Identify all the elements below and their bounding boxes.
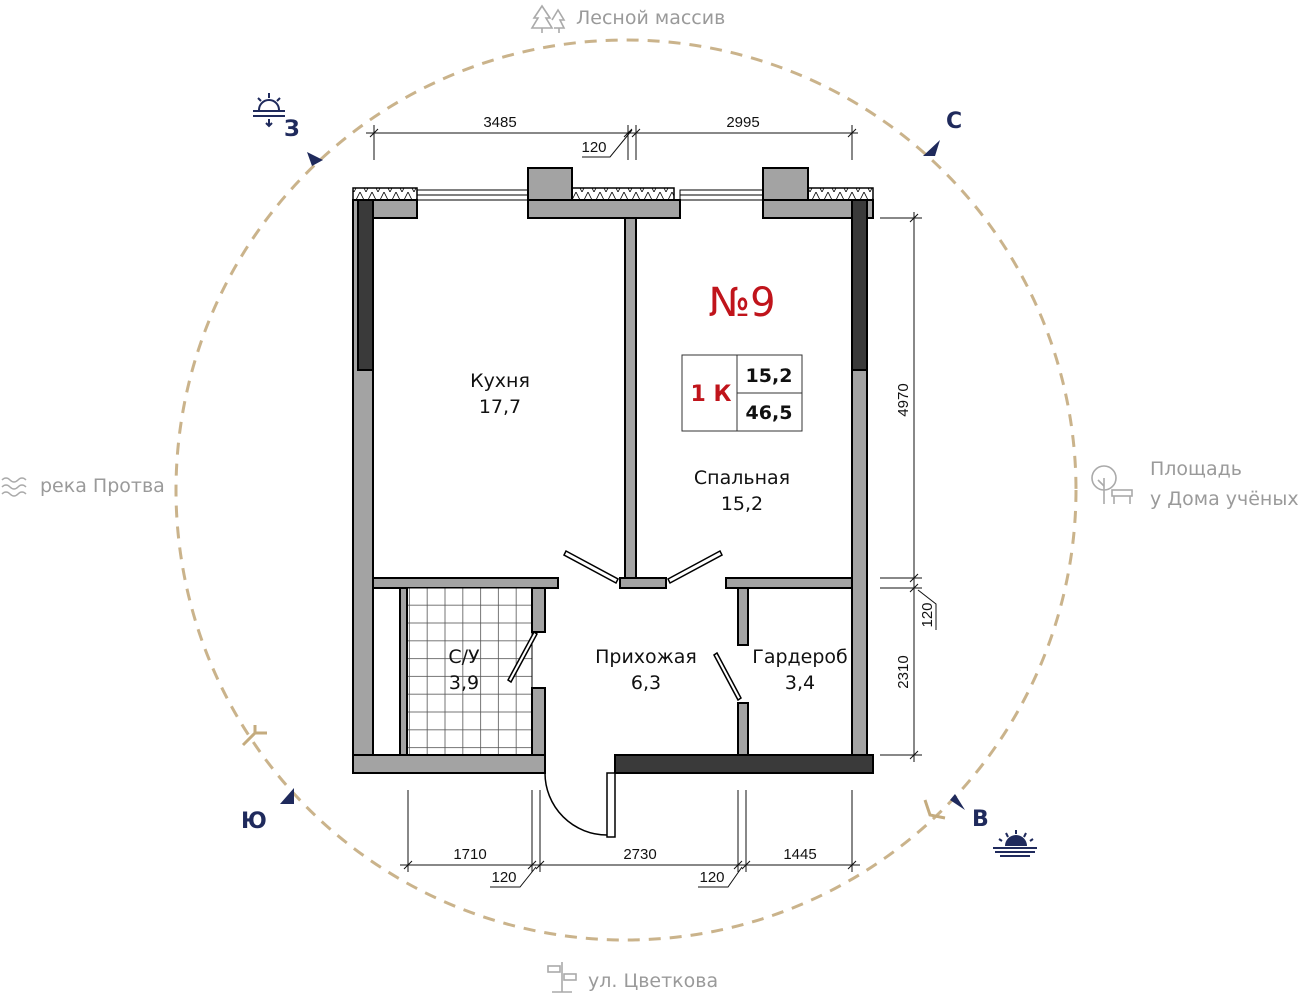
room-bathroom-area: 3,9: [449, 672, 479, 694]
walls: [352, 167, 874, 774]
room-bedroom-name: Спальная: [694, 467, 790, 489]
total-area: 46,5: [746, 402, 793, 424]
landmark-south: ул. Цветкова: [588, 970, 718, 992]
dim-bottom-wall2: 120: [699, 869, 724, 886]
landmark-east-line1: Площадь: [1150, 458, 1242, 480]
room-hallway-area: 6,3: [631, 672, 661, 694]
dim-bottom-2: 2730: [623, 846, 656, 863]
west-marker-icon: [241, 725, 267, 747]
compass-circle: [174, 38, 1078, 942]
east-arrow-icon: [950, 794, 965, 810]
dimension-lines: [366, 125, 937, 888]
apartment-number: №9: [708, 280, 775, 326]
north-arrow-icon: [923, 140, 940, 156]
room-wardrobe-name: Гардероб: [752, 646, 848, 668]
park-tree-icon: [1091, 465, 1133, 504]
dim-top-right: 2995: [726, 114, 759, 131]
west-arrow-icon: [307, 152, 323, 166]
south-arrow-icon: [280, 788, 294, 804]
room-kitchen-name: Кухня: [470, 370, 530, 392]
forest-icon: [530, 4, 566, 33]
river-icon: [1, 477, 27, 497]
room-wardrobe-area: 3,4: [785, 672, 815, 694]
dim-bottom-3: 1445: [783, 846, 816, 863]
compass-north-label: С: [946, 109, 962, 134]
dim-right-top: 4970: [895, 383, 912, 416]
dim-bottom-wall1: 120: [491, 869, 516, 886]
east-marker-icon: [923, 799, 946, 820]
dim-top-wall: 120: [581, 139, 606, 156]
compass-east-label: В: [972, 807, 989, 832]
dim-bottom-1: 1710: [453, 846, 486, 863]
sunset-icon: [253, 93, 285, 128]
living-area: 15,2: [746, 365, 793, 387]
dim-top-left: 3485: [483, 114, 516, 131]
dim-right-wall: 120: [919, 602, 936, 627]
compass-south-label: Ю: [241, 809, 267, 834]
street-sign-icon: [547, 962, 577, 993]
room-hallway-name: Прихожая: [595, 646, 697, 668]
apartment-info-box: [681, 354, 803, 432]
compass-west-label: З: [284, 117, 300, 142]
dim-right-bottom: 2310: [895, 655, 912, 688]
landmark-west: река Протва: [40, 475, 165, 497]
room-bedroom-area: 15,2: [721, 493, 763, 515]
room-kitchen-area: 17,7: [479, 396, 521, 418]
landmark-east-line2: у Дома учёных: [1150, 488, 1299, 510]
room-bathroom-name: С/У: [448, 646, 480, 668]
apartment-type: 1 К: [691, 382, 732, 407]
doors: [507, 549, 742, 838]
sunrise-icon: [993, 830, 1037, 857]
landmark-north: Лесной массив: [576, 7, 725, 29]
